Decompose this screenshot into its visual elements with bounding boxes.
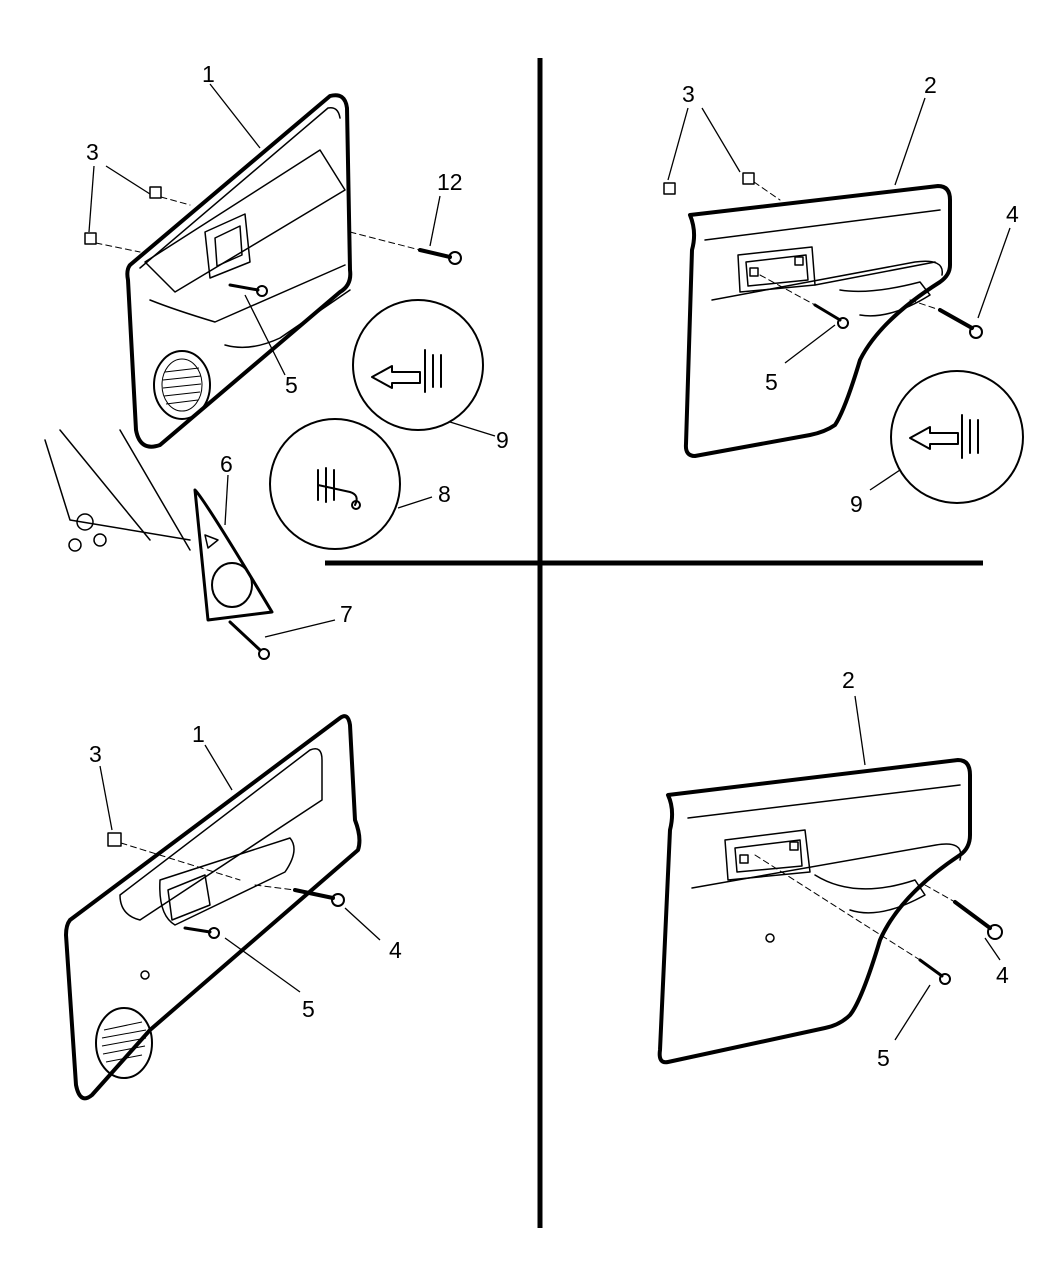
callout-5: 5 [302,996,315,1022]
callout-5: 5 [285,372,298,398]
callout-4: 4 [1006,201,1019,227]
callout-1: 1 [192,721,205,747]
clip-icon [107,832,241,881]
push-pin-detail-icon [890,370,1024,504]
callout-4: 4 [996,962,1009,988]
callout-3: 3 [89,741,102,767]
rear-door-panel-installed [657,758,972,1065]
bolt-icon [924,884,1003,940]
bolt-icon [909,299,983,339]
front-door-panel-exploded [125,93,353,449]
callout-5: 5 [877,1045,890,1071]
callout-2: 2 [924,72,937,98]
mirror-trim-triangle [44,429,274,660]
bolt-icon [254,884,345,907]
clip-icon [663,172,781,201]
bolt-icon [349,231,462,265]
rear-door-panel-exploded [683,184,952,458]
leader-lines [854,695,1001,1041]
callout-1: 1 [202,61,215,87]
retainer-detail-icon [269,418,401,550]
screw-icon [228,283,268,297]
callout-5: 5 [765,369,778,395]
callout-3: 3 [86,139,99,165]
callout-3: 3 [682,81,695,107]
callout-2: 2 [842,667,855,693]
front-door-panel-installed [64,714,362,1101]
quadrant-dividers [325,58,983,1228]
callout-12: 12 [437,169,463,195]
callout-6: 6 [220,451,233,477]
callout-9: 9 [850,491,863,517]
clip-icon [84,186,191,253]
callout-4: 4 [389,937,402,963]
leader-lines [99,744,381,993]
leader-lines [667,97,1011,491]
callout-9: 9 [496,427,509,453]
screw-icon [754,854,951,985]
screw-icon [759,274,849,329]
callout-8: 8 [438,481,451,507]
callout-7: 7 [340,601,353,627]
leader-lines [88,83,496,638]
push-pin-detail-icon [352,299,484,431]
screw-icon [183,926,220,939]
